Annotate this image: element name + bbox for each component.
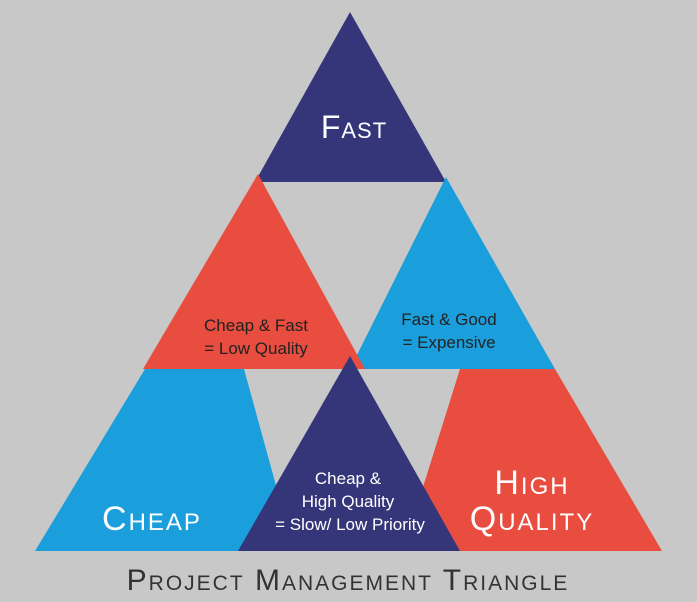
fast-good-label-line2: = Expensive bbox=[402, 333, 495, 352]
fast-triangle bbox=[255, 12, 446, 182]
fast-good-label-line1: Fast & Good bbox=[401, 310, 496, 329]
cheap-quality-label-line1: Cheap & bbox=[315, 469, 382, 488]
fast-good-triangle bbox=[350, 177, 555, 369]
cheap-quality-label-line3: = Slow/ Low Priority bbox=[275, 515, 425, 534]
cheap-fast-label-line1: Cheap & Fast bbox=[204, 316, 308, 335]
cheap-label: Cheap bbox=[102, 500, 202, 538]
high-quality-label-line2: Quality bbox=[470, 500, 594, 538]
high-quality-triangle bbox=[403, 369, 662, 551]
diagram-caption: Project Management Triangle bbox=[127, 564, 570, 597]
high-quality-label-line1: High bbox=[494, 464, 569, 502]
cheap-fast-label-line2: = Low Quality bbox=[204, 339, 308, 358]
fast-label: Fast bbox=[321, 109, 387, 145]
cheap-quality-label-line2: High Quality bbox=[302, 492, 395, 511]
cheap-quality-triangle bbox=[238, 356, 460, 551]
cheap-fast-triangle bbox=[143, 174, 365, 369]
cheap-triangle bbox=[35, 369, 294, 551]
